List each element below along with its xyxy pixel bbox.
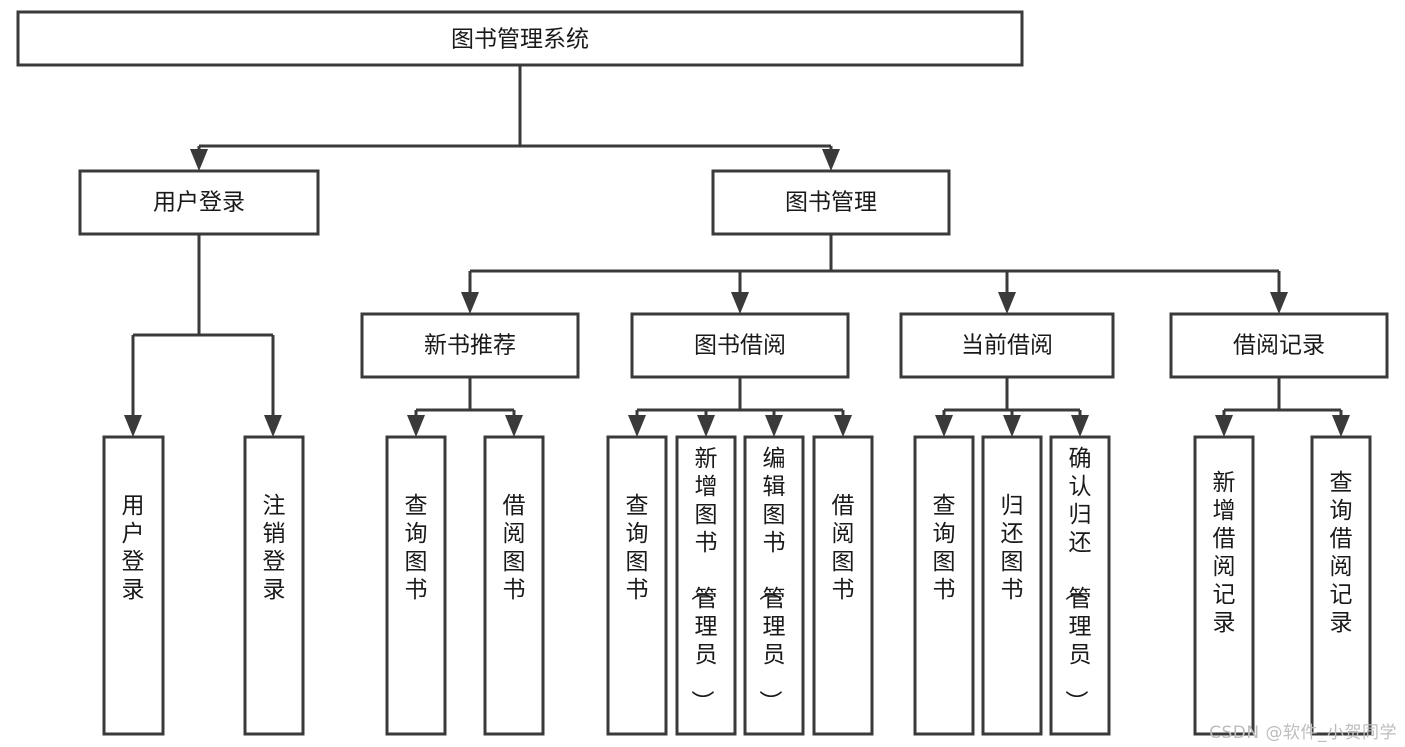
node-leaf-query-book-1-box[interactable] [385,435,447,736]
node-leaf-query-book-3-label: 查询图书 [933,493,956,603]
arrowhead-borrow-record [1270,292,1288,314]
node-leaf-confirm-return-admin-box[interactable] [1049,435,1111,736]
node-leaf-return-book[interactable]: 归还图书 [981,435,1043,736]
node-leaf-add-borrow-record-box[interactable] [1193,435,1255,736]
node-leaf-edit-book-admin[interactable]: 编辑图书（管理员） [743,435,805,736]
node-leaf-logout-login[interactable]: 注销登录 [243,435,305,736]
node-leaf-borrow-book-2[interactable]: 借阅图书 [812,435,874,736]
node-leaf-borrow-book-2-label: 借阅图书 [832,493,855,603]
node-leaf-query-borrow-record-box[interactable] [1310,435,1372,736]
connector-layer [124,65,1350,437]
node-leaf-borrow-book-1-box[interactable] [483,435,545,736]
node-root-box[interactable] [16,10,1024,67]
node-leaf-logout-login-box[interactable] [243,435,305,736]
arrowhead-leaf-borrow-book-2 [834,415,852,437]
node-leaf-user-login[interactable]: 用户登录 [102,435,165,736]
node-root-label: 图书管理系统 [451,27,589,53]
node-leaf-query-book-1[interactable]: 查询图书 [385,435,447,736]
node-leaf-borrow-book-2-box[interactable] [812,435,874,736]
node-book-borrow[interactable]: 图书借阅 [630,312,850,379]
arrowhead-leaf-confirm-return-admin [1071,415,1089,437]
node-user-login-label: 用户登录 [153,190,245,216]
node-leaf-add-borrow-record-label: 新增借阅记录 [1213,470,1236,636]
node-new-book-recommend-label: 新书推荐 [424,333,516,359]
node-leaf-query-borrow-record[interactable]: 查询借阅记录 [1310,435,1372,736]
node-leaf-edit-book-admin-box[interactable] [743,435,805,736]
node-leaf-query-book-2-box[interactable] [606,435,668,736]
node-leaf-add-book-admin-box[interactable] [675,435,737,736]
node-current-borrow[interactable]: 当前借阅 [899,312,1115,379]
node-book-management-label: 图书管理 [785,190,877,216]
node-leaf-return-book-label: 归还图书 [1001,493,1024,603]
arrowhead-leaf-user-login [124,415,142,437]
node-leaf-borrow-book-1-label: 借阅图书 [503,493,526,603]
node-root[interactable]: 图书管理系统 [16,10,1024,67]
node-borrow-record-box[interactable] [1169,312,1389,379]
node-leaf-confirm-return-admin-label: 确认归还（管理员） [1063,446,1092,713]
arrowhead-user-login [190,149,208,171]
node-user-login[interactable]: 用户登录 [78,169,320,236]
arrowhead-new-book-recommend [461,292,479,314]
node-leaf-query-book-2-label: 查询图书 [626,493,649,603]
node-borrow-record[interactable]: 借阅记录 [1169,312,1389,379]
arrowhead-leaf-add-borrow-record [1215,415,1233,437]
arrowhead-leaf-return-book [1003,415,1021,437]
arrowhead-leaf-edit-book-admin [765,415,783,437]
node-new-book-recommend[interactable]: 新书推荐 [360,312,580,379]
node-book-management-box[interactable] [711,169,951,236]
node-leaf-user-login-label: 用户登录 [122,493,145,603]
arrowhead-leaf-logout-login [264,415,282,437]
node-leaf-user-login-box[interactable] [102,435,165,736]
arrowhead-leaf-borrow-book-1 [505,415,523,437]
node-leaf-query-book-2[interactable]: 查询图书 [606,435,668,736]
arrowhead-book-borrow [731,292,749,314]
arrowhead-current-borrow [998,292,1016,314]
node-leaf-confirm-return-admin[interactable]: 确认归还（管理员） [1049,435,1111,736]
node-leaf-query-book-3[interactable]: 查询图书 [913,435,975,736]
node-leaf-query-book-1-label: 查询图书 [405,493,428,603]
arrowhead-book-management [822,149,840,171]
node-leaf-return-book-box[interactable] [981,435,1043,736]
node-new-book-recommend-box[interactable] [360,312,580,379]
node-user-login-box[interactable] [78,169,320,236]
arrowhead-leaf-query-borrow-record [1332,415,1350,437]
node-current-borrow-box[interactable] [899,312,1115,379]
node-book-borrow-label: 图书借阅 [694,333,786,359]
node-leaf-add-borrow-record[interactable]: 新增借阅记录 [1193,435,1255,736]
arrowhead-leaf-query-book-2 [628,415,646,437]
node-borrow-record-label: 借阅记录 [1233,333,1325,359]
node-leaf-edit-book-admin-label: 编辑图书（管理员） [757,446,786,713]
node-book-borrow-box[interactable] [630,312,850,379]
arrowhead-leaf-query-book-1 [407,415,425,437]
leaf-layer: 用户登录 注销登录 查询图书 借阅图书 查询图书 新增图书（管理员） 编辑图书（… [102,435,1372,736]
arrowhead-leaf-add-book-admin [697,415,715,437]
node-leaf-query-borrow-record-label: 查询借阅记录 [1330,470,1353,636]
node-leaf-borrow-book-1[interactable]: 借阅图书 [483,435,545,736]
arrowhead-leaf-query-book-3 [935,415,953,437]
node-leaf-add-book-admin-label: 新增图书（管理员） [689,446,718,713]
node-leaf-logout-login-label: 注销登录 [263,493,286,603]
node-leaf-add-book-admin[interactable]: 新增图书（管理员） [675,435,737,736]
node-current-borrow-label: 当前借阅 [961,333,1053,359]
node-leaf-query-book-3-box[interactable] [913,435,975,736]
node-book-management[interactable]: 图书管理 [711,169,951,236]
